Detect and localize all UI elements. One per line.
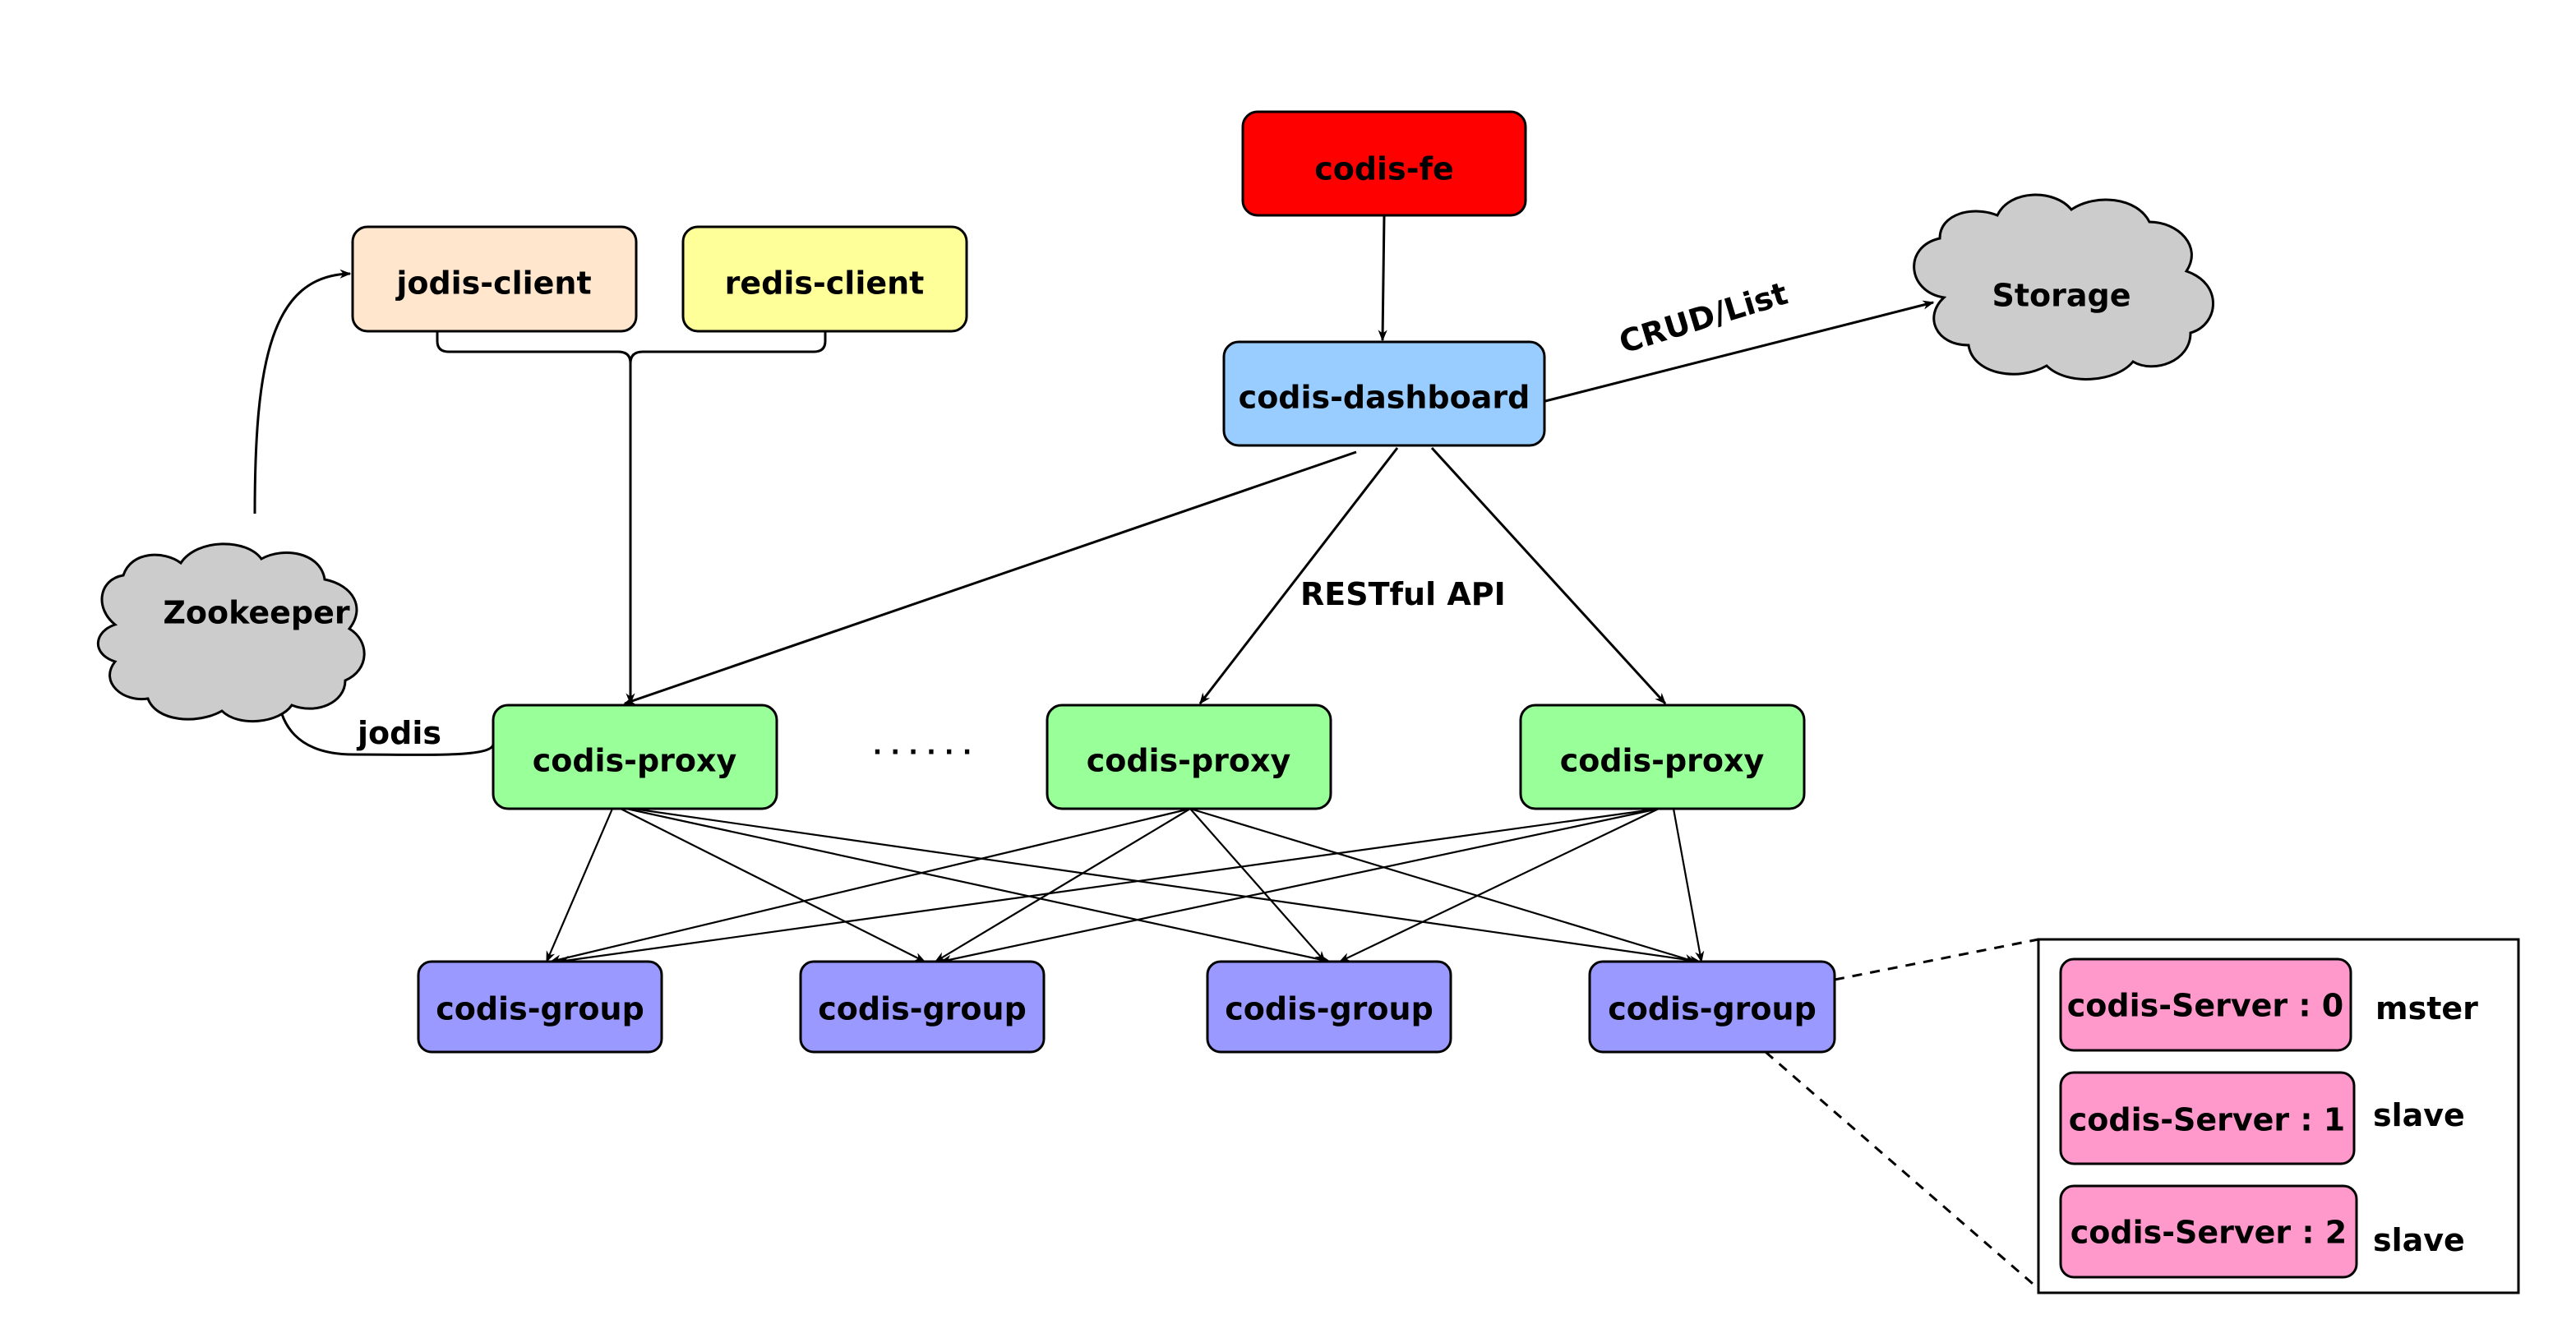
server-role-label: slave <box>2373 1097 2465 1133</box>
edge-proxy2-group3 <box>1189 808 1326 963</box>
codis-server-label: codis-Server : 0 <box>2067 988 2344 1024</box>
codis-group-label: codis-group <box>818 991 1027 1027</box>
edge-proxy3-group4 <box>1672 808 1705 963</box>
codis-fe-box <box>1241 110 1527 217</box>
edge-dashboard-to-proxy-3 <box>1430 446 1667 705</box>
node-codis-group-1[interactable]: codis-group <box>417 960 663 1054</box>
codis-proxy-box <box>1519 704 1806 810</box>
edge-label-jodis: jodis <box>356 715 441 751</box>
redis-client-box <box>681 225 968 333</box>
codis-group-box <box>799 960 1046 1054</box>
edge-label-crud-list: CRUD/List <box>1615 275 1792 361</box>
codis-proxy-box <box>1046 704 1332 810</box>
node-codis-group-2[interactable]: codis-group <box>799 960 1046 1054</box>
codis-server-box <box>2059 1184 2358 1279</box>
codis-server-label: codis-Server : 2 <box>2070 1215 2347 1251</box>
codis-server-1[interactable]: codis-Server : 1 <box>2059 1071 2356 1165</box>
codis-dashboard-box <box>1222 340 1546 447</box>
storage-label: Storage <box>1992 278 2131 314</box>
server-role-label: mster <box>2375 990 2478 1027</box>
codis-proxy-label: codis-proxy <box>533 743 737 779</box>
jodis-client-box <box>351 225 638 333</box>
edge-proxy-to-zookeeper <box>274 690 495 756</box>
node-zookeeper[interactable]: Zookeeper <box>96 542 366 723</box>
codis-fe-label: codis-fe <box>1314 151 1454 187</box>
edge-proxy1-group1 <box>545 808 614 963</box>
edge-proxy3-group3 <box>1338 808 1660 962</box>
zoom-line-bottom <box>1765 1050 2039 1290</box>
edge-label-restful-api: RESTful API <box>1300 576 1506 612</box>
codis-server-label: codis-Server : 1 <box>2069 1102 2346 1138</box>
edge-proxy2-group4 <box>1189 807 1697 963</box>
codis-group-label: codis-group <box>1225 991 1433 1027</box>
edge-proxy2-group2 <box>934 808 1191 962</box>
codis-group-box <box>417 960 663 1054</box>
edge-proxy3-group2 <box>939 807 1660 964</box>
redis-client-label: redis-client <box>725 265 925 302</box>
codis-group-label: codis-group <box>1608 991 1817 1027</box>
storage-cloud-icon <box>1913 193 2214 381</box>
edge-proxy2-group1 <box>549 807 1191 964</box>
codis-proxy-label: codis-proxy <box>1087 743 1291 779</box>
edge-proxy1-group3 <box>626 807 1332 964</box>
edge-dashboard-to-storage <box>1544 300 1935 403</box>
edges: CRUD/List RESTful API jodis <box>253 215 2039 1290</box>
edge-dashboard-to-proxy-1 <box>623 450 1357 705</box>
codis-server-box <box>2059 1071 2356 1165</box>
codis-server-box <box>2059 957 2352 1052</box>
codis-group-label: codis-group <box>436 991 644 1027</box>
node-codis-group-4[interactable]: codis-group <box>1588 960 1836 1054</box>
group-detail-panel: codis-Server : 0 mster codis-Server : 1 … <box>2037 938 2520 1294</box>
edge-fe-to-dashboard <box>1378 215 1387 342</box>
client-brace <box>436 331 827 364</box>
zookeeper-cloud-icon <box>96 542 366 723</box>
node-codis-proxy-3[interactable]: codis-proxy <box>1519 704 1806 810</box>
node-codis-fe[interactable]: codis-fe <box>1241 110 1527 217</box>
proxy-group-mesh <box>545 807 1705 965</box>
codis-server-2[interactable]: codis-Server : 2 <box>2059 1184 2358 1279</box>
node-redis-client[interactable]: redis-client <box>681 225 968 333</box>
edge-proxy1-group4 <box>632 807 1701 965</box>
edge-dashboard-to-proxy-2 <box>1198 447 1399 705</box>
codis-group-box <box>1206 960 1452 1054</box>
node-storage[interactable]: Storage <box>1913 193 2214 381</box>
edge-proxy1-group2 <box>620 808 926 962</box>
edge-proxy3-group1 <box>557 807 1660 965</box>
proxy-ellipsis: · · · · · · <box>873 738 972 767</box>
node-jodis-client[interactable]: jodis-client <box>351 225 638 333</box>
edge-zookeeper-to-jodis-client <box>253 269 352 514</box>
node-codis-proxy-2[interactable]: codis-proxy <box>1046 704 1332 810</box>
zookeeper-label: Zookeeper <box>163 595 350 631</box>
codis-server-0[interactable]: codis-Server : 0 <box>2059 957 2352 1052</box>
codis-proxy-label: codis-proxy <box>1560 743 1765 779</box>
node-codis-dashboard[interactable]: codis-dashboard <box>1222 340 1546 447</box>
node-codis-proxy-1[interactable]: codis-proxy <box>492 704 778 810</box>
codis-group-box <box>1588 960 1836 1054</box>
server-role-label: slave <box>2373 1222 2465 1258</box>
codis-dashboard-label: codis-dashboard <box>1239 380 1530 416</box>
codis-proxy-box <box>492 704 778 810</box>
zoom-line-top <box>1834 938 2039 981</box>
jodis-client-label: jodis-client <box>395 265 591 302</box>
node-codis-group-3[interactable]: codis-group <box>1206 960 1452 1054</box>
